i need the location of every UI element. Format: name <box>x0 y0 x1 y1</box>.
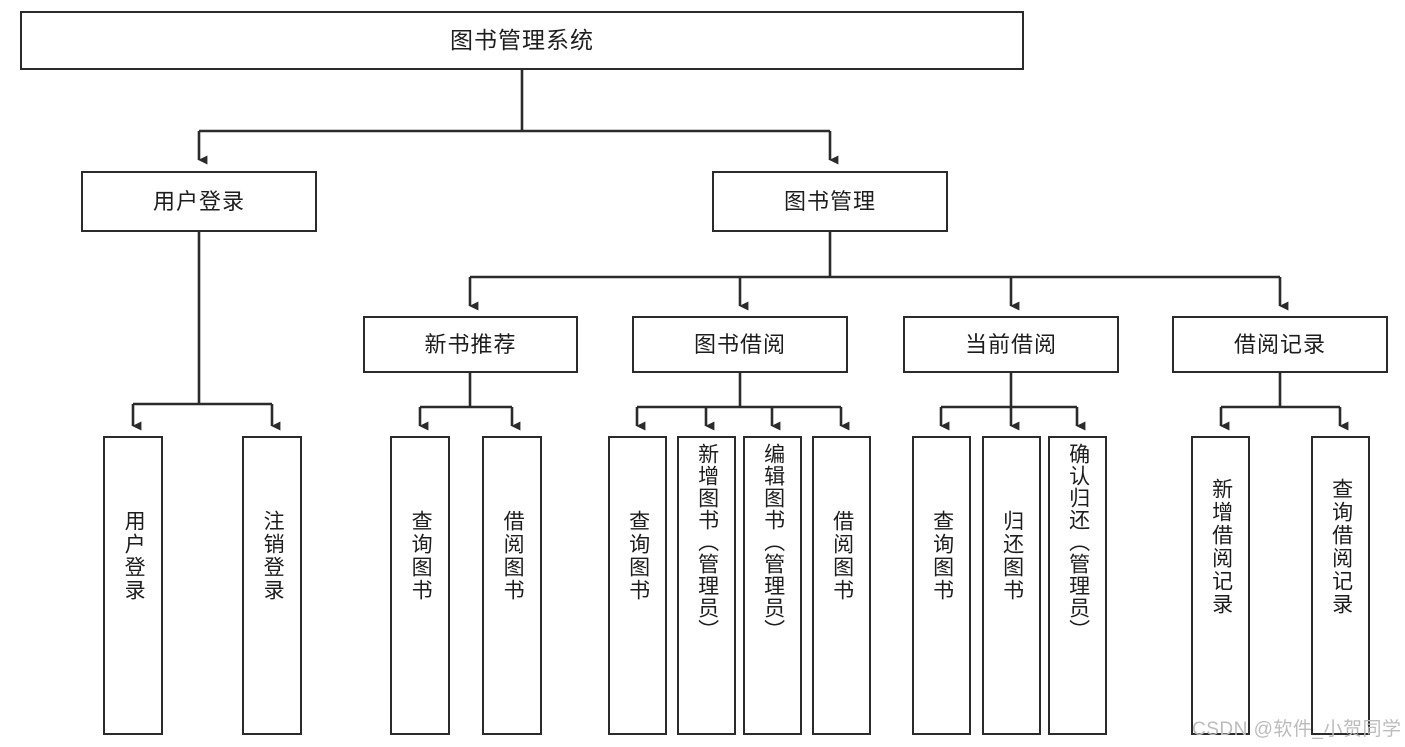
leaf-return-book[interactable]: 归还图书 <box>982 436 1041 735</box>
node-label: 确认归还（管理员） <box>1066 443 1090 641</box>
node-label: 查询图书 <box>409 510 433 602</box>
node-book-manage[interactable]: 图书管理 <box>712 171 948 232</box>
node-label: 新书推荐 <box>424 331 517 357</box>
leaf-query-book-current[interactable]: 查询图书 <box>912 436 971 735</box>
leaf-add-borrow-record[interactable]: 新增借阅记录 <box>1191 436 1250 735</box>
node-label: 查询借阅记录 <box>1329 478 1353 616</box>
leaf-logout-login[interactable]: 注销登录 <box>242 436 302 735</box>
node-current-borrow[interactable]: 当前借阅 <box>903 316 1119 373</box>
node-label: 用户登录 <box>122 510 146 602</box>
node-new-book-recommend[interactable]: 新书推荐 <box>363 316 578 373</box>
leaf-query-book-recommend[interactable]: 查询图书 <box>390 436 450 735</box>
leaf-confirm-return-admin[interactable]: 确认归还（管理员） <box>1048 436 1107 735</box>
node-label: 新增图书（管理员） <box>695 443 719 641</box>
node-book-borrow[interactable]: 图书借阅 <box>632 316 848 373</box>
leaf-add-book-admin[interactable]: 新增图书（管理员） <box>677 436 736 735</box>
leaf-query-book-borrow[interactable]: 查询图书 <box>608 436 667 735</box>
node-root-system[interactable]: 图书管理系统 <box>20 11 1024 70</box>
leaf-edit-book-admin[interactable]: 编辑图书（管理员） <box>743 436 802 735</box>
node-borrow-record[interactable]: 借阅记录 <box>1172 316 1388 373</box>
node-label: 图书管理系统 <box>450 27 594 54</box>
leaf-user-login[interactable]: 用户登录 <box>103 436 163 735</box>
node-label: 图书管理 <box>783 188 876 214</box>
node-label: 借阅图书 <box>830 510 854 602</box>
node-user-login[interactable]: 用户登录 <box>81 171 317 232</box>
node-label: 当前借阅 <box>964 331 1057 357</box>
node-label: 借阅记录 <box>1233 331 1326 357</box>
node-label: 新增借阅记录 <box>1209 478 1233 616</box>
leaf-query-borrow-record[interactable]: 查询借阅记录 <box>1311 436 1370 735</box>
node-label: 用户登录 <box>152 188 245 214</box>
leaf-borrow-book-borrow[interactable]: 借阅图书 <box>812 436 871 735</box>
node-label: 图书借阅 <box>693 331 786 357</box>
node-label: 查询图书 <box>626 510 650 602</box>
node-label: 查询图书 <box>930 510 954 602</box>
watermark-text: CSDN @软件_小贺同学 <box>1192 719 1402 740</box>
leaf-borrow-book-recommend[interactable]: 借阅图书 <box>482 436 542 735</box>
node-label: 借阅图书 <box>501 510 525 602</box>
node-label: 归还图书 <box>1000 510 1024 602</box>
node-label: 注销登录 <box>261 510 285 602</box>
node-label: 编辑图书（管理员） <box>761 443 785 641</box>
